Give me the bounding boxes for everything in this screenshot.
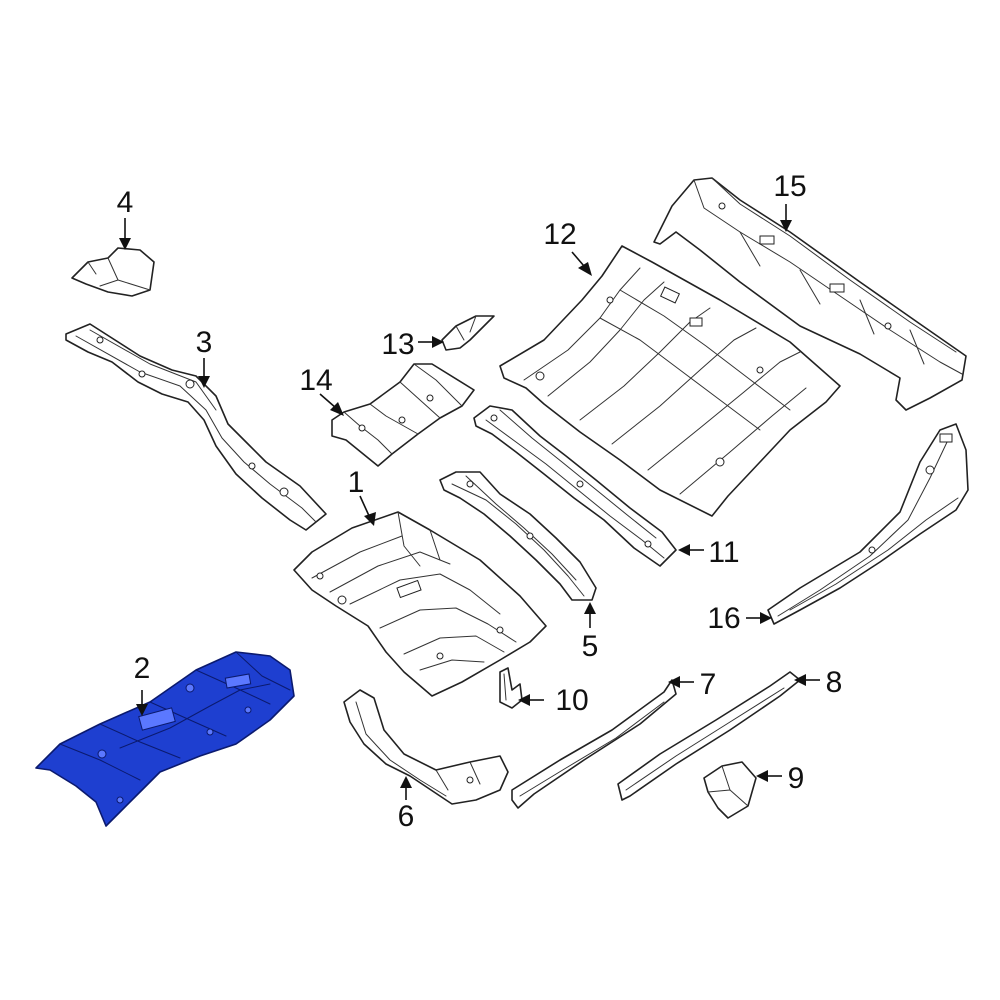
callout-13: 13 [381, 328, 414, 361]
leader-lines [119, 204, 820, 800]
callout-6: 6 [398, 800, 415, 833]
callout-labels: 4 3 1 2 6 5 10 7 8 9 11 12 13 14 15 16 [117, 170, 843, 833]
part-2-floor-pan-highlighted[interactable] [35, 651, 295, 827]
callout-9: 9 [788, 762, 805, 795]
part-14-bracket[interactable] [331, 363, 475, 467]
callout-15: 15 [773, 170, 806, 203]
callout-2: 2 [134, 652, 151, 685]
callout-14: 14 [299, 364, 332, 397]
part-4-bracket[interactable] [71, 247, 155, 297]
part-6-pillar[interactable] [343, 689, 509, 805]
callout-8: 8 [826, 666, 843, 699]
callout-5: 5 [582, 630, 599, 663]
part-10-bracket[interactable] [499, 667, 523, 709]
part-16-side-sill[interactable] [767, 423, 969, 625]
callout-3: 3 [196, 326, 213, 359]
part-8-rail[interactable] [617, 671, 801, 801]
part-11-rail[interactable] [473, 405, 677, 567]
callout-1: 1 [348, 466, 365, 499]
part-7-rail[interactable] [511, 679, 677, 809]
part-1-front-floor-pan[interactable] [293, 511, 547, 697]
part-12-floor-pan[interactable] [499, 245, 841, 517]
callout-11: 11 [708, 536, 739, 569]
callout-12: 12 [543, 218, 576, 251]
part-3-rail[interactable] [65, 323, 327, 531]
part-5-rail[interactable] [439, 471, 597, 601]
callout-16: 16 [707, 602, 740, 635]
callout-7: 7 [700, 668, 717, 701]
part-13-bracket[interactable] [441, 315, 495, 351]
callout-10: 10 [555, 684, 588, 717]
callout-4: 4 [117, 186, 134, 219]
part-15-cross-member[interactable] [653, 177, 967, 411]
part-9-bracket[interactable] [703, 761, 757, 819]
